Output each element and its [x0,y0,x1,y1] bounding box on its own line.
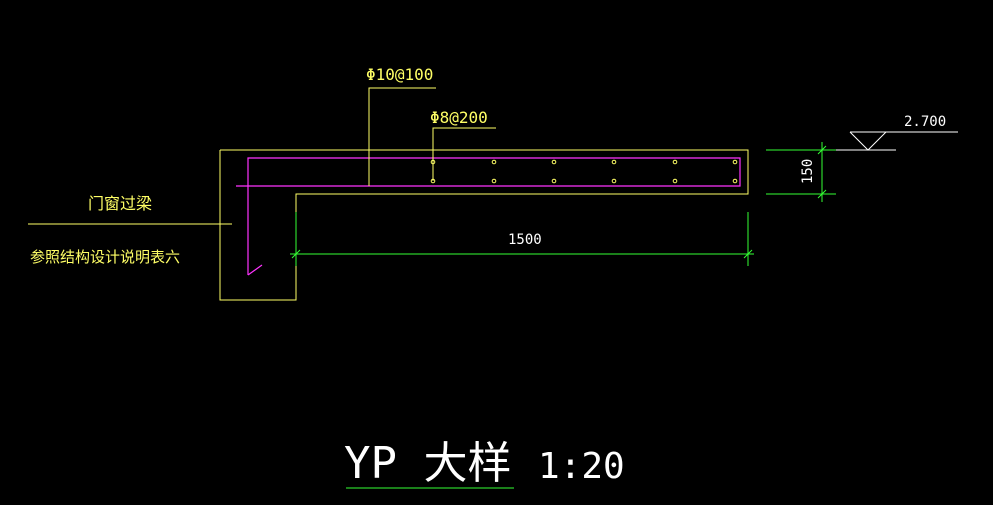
beam-reference: 参照结构设计说明表六 [30,248,180,266]
beam-label: 门窗过梁 [88,194,152,213]
rebar-dot [672,178,678,184]
rebar-dot [611,178,617,184]
rebar-dot [491,178,497,184]
rebar-dot [551,159,557,165]
top-bar-label: Φ10@100 [366,65,433,84]
detail-scale: 1:20 [538,446,625,487]
elevation-marker [836,131,958,151]
length-dimension-text: 1500 [508,232,542,248]
thickness-dimension [766,142,836,202]
top-bar-leader [368,87,436,186]
length-dimension [290,212,754,266]
rebar-dot [672,159,678,165]
rebar-dot [611,159,617,165]
leader-lines [28,87,496,225]
dist-bar-label: Φ8@200 [430,108,488,127]
dist-bar-leader [432,127,496,181]
elevation-text: 2.700 [904,114,946,130]
top-rebar-loop [236,157,741,275]
rebar-dot [732,178,738,184]
canopy-slab-outline [219,149,749,301]
distribution-bars [430,159,738,184]
rebar-dot [551,178,557,184]
rebar-group [236,157,741,276]
rebar-hook [247,264,263,276]
detail-title: YP 大样 [344,438,511,489]
thickness-dimension-text: 150 [800,159,816,184]
concrete-outline [219,149,749,301]
rebar-dot [732,159,738,165]
rebar-dot [491,159,497,165]
